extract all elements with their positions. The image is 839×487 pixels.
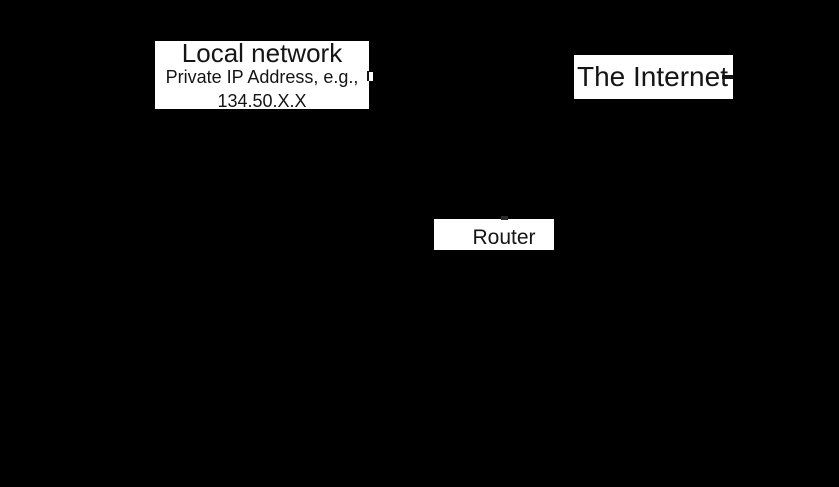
router-label: Router (472, 226, 536, 249)
local-network-subtitle-line1: Private IP Address, e.g., (165, 67, 359, 87)
internet-label: The Internet (577, 61, 728, 92)
router-box-top-tick (501, 216, 508, 220)
local-network-label-box: Local network Private IP Address, e.g., … (155, 41, 369, 109)
local-network-title: Local network (181, 41, 343, 68)
clipped-line-fragment-dash (722, 75, 733, 79)
local-network-subtitle-line2: 134.50.X.X (217, 91, 307, 109)
router-label-box: Router (434, 219, 554, 250)
clipped-character-fragment (367, 71, 369, 81)
local-box-edge-sliver (369, 72, 373, 81)
internet-label-box: The Internet (574, 55, 733, 99)
